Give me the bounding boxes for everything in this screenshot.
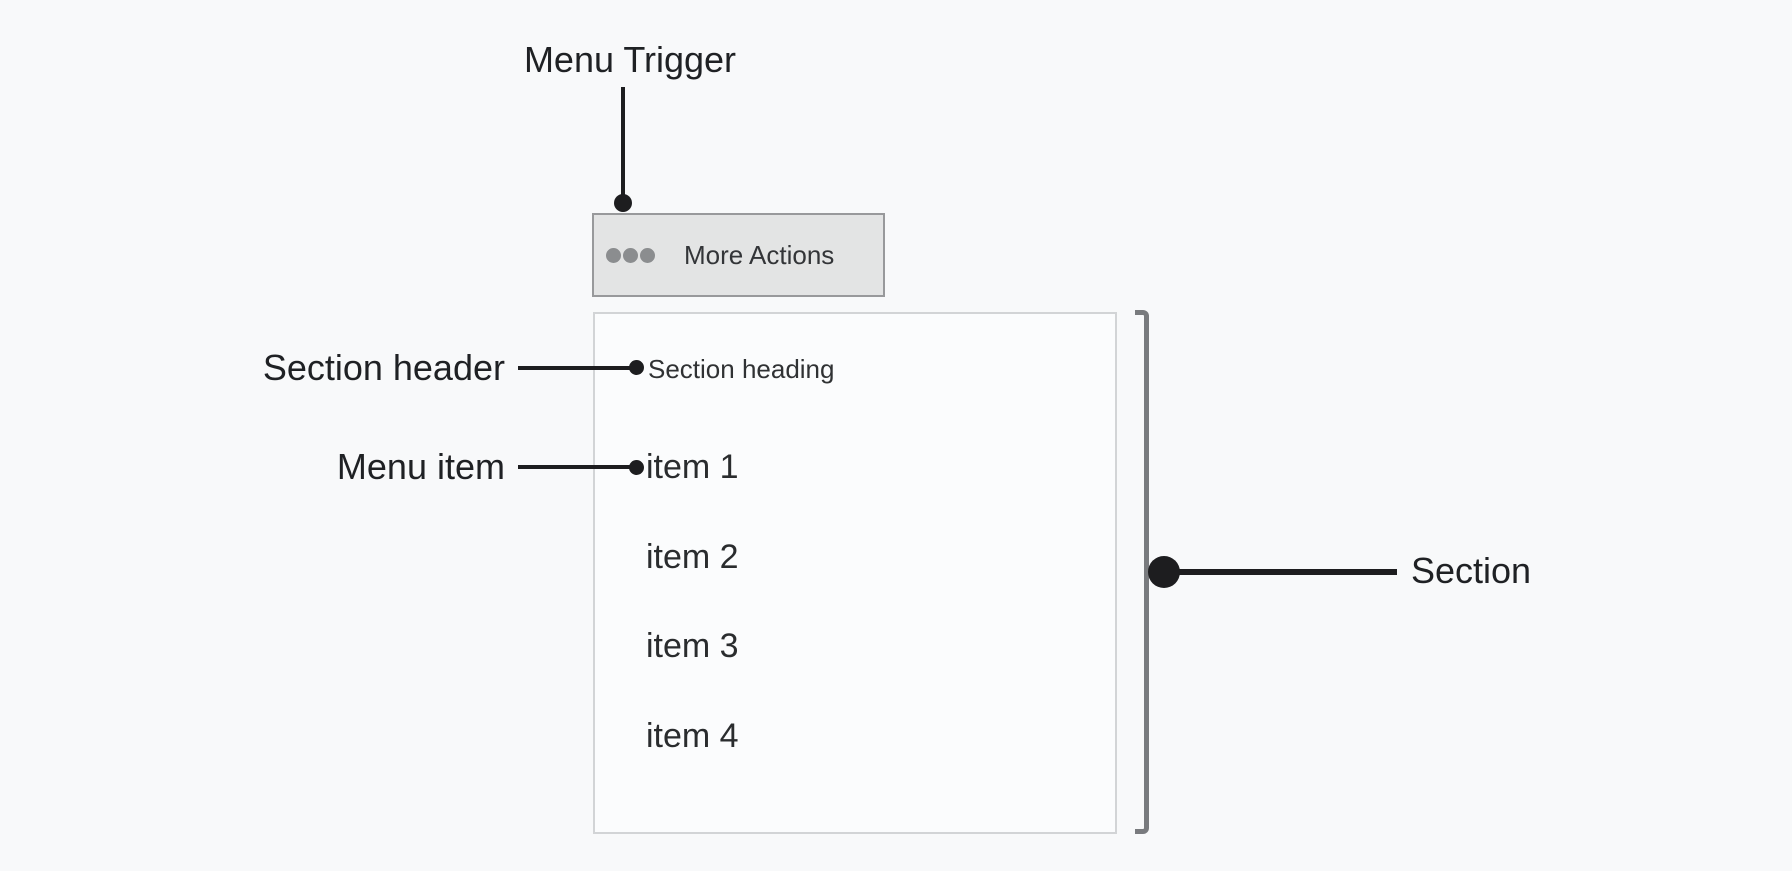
more-actions-label: More Actions [684,240,835,270]
section-annotation-label: Section [1411,550,1532,591]
menu-item-3[interactable]: item 3 [646,627,739,665]
menu-trigger-connector-dot [614,194,632,212]
section-header-annotation-label: Section header [262,347,505,388]
section-header-connector-line [518,366,637,370]
menu-item-4[interactable]: item 4 [646,717,739,755]
section-bracket [1135,310,1149,834]
ellipsis-icon [606,247,657,263]
section-header-connector-dot [629,360,644,375]
menu-trigger-annotation-label: Menu Trigger [523,39,737,80]
menu-panel: Section heading item 1 item 2 item 3 ite… [593,312,1117,834]
menu-item-2[interactable]: item 2 [646,538,739,576]
section-connector-line [1164,569,1397,575]
more-actions-button[interactable]: More Actions [592,213,885,297]
menu-item-1[interactable]: item 1 [646,448,739,486]
menu-item-annotation-label: Menu item [336,446,505,487]
menu-trigger-connector-line [621,87,625,199]
menu-item-connector-dot [629,460,644,475]
menu-section-heading: Section heading [648,354,835,384]
menu-item-connector-line [518,465,637,469]
